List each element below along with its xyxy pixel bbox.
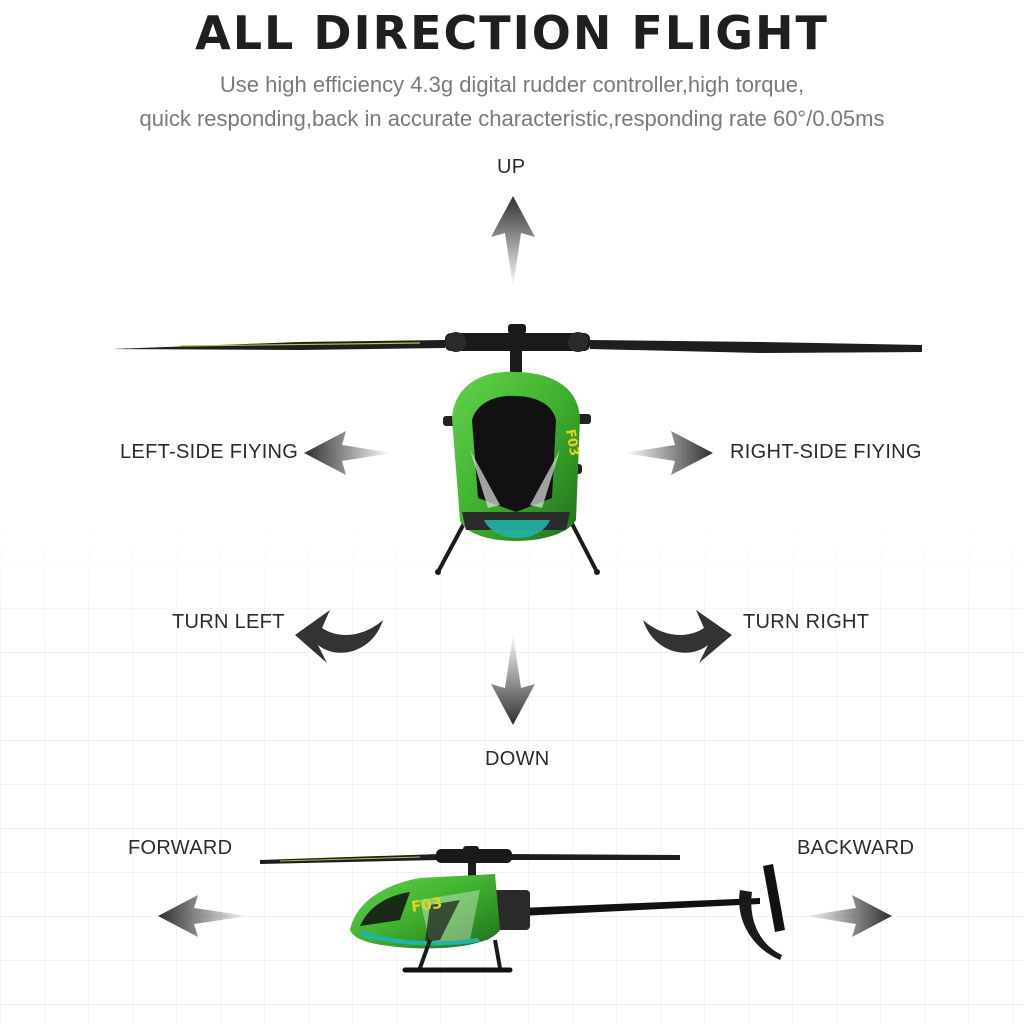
model-badge-side: F03: [410, 894, 443, 916]
arrow-up-icon: [491, 196, 535, 287]
side-canopy: [350, 874, 500, 949]
side-rotor-blade-rear: [508, 854, 680, 860]
tail-rotor: [763, 864, 785, 932]
tail-fin: [739, 890, 782, 960]
helicopter-windshield: [472, 395, 556, 512]
label-up: UP: [497, 156, 526, 178]
arrow-left-icon: [304, 431, 392, 475]
model-badge-front: F03: [562, 428, 581, 457]
helicopter-front-view: F03: [112, 324, 922, 575]
label-turn-left: TURN LEFT: [172, 611, 285, 633]
arrow-down-icon: [491, 634, 535, 725]
curved-arrow-left-icon: [295, 610, 383, 663]
backward-arrow-icon: [805, 895, 892, 937]
label-down: DOWN: [485, 748, 550, 770]
page-subtitle: Use high efficiency 4.3g digital rudder …: [0, 68, 1024, 136]
label-turn-right: TURN RIGHT: [743, 611, 870, 633]
helicopter-side-view: F03: [260, 846, 785, 973]
label-left-side-flying: LEFT-SIDE FIYING: [120, 441, 299, 463]
arrow-right-icon: [624, 431, 713, 475]
rotor-blade-right: [590, 340, 922, 353]
rotor-hub: [445, 333, 590, 351]
subtitle-line-2: quick responding,back in accurate charac…: [139, 106, 885, 131]
tail-boom: [520, 898, 760, 916]
label-right-side-flying: RIGHT-SIDE FIYING: [730, 441, 922, 463]
curved-arrow-right-icon: [643, 610, 732, 663]
forward-arrow-icon: [158, 895, 248, 937]
label-forward: FORWARD: [128, 837, 233, 859]
label-backward: BACKWARD: [797, 837, 915, 859]
subtitle-line-1: Use high efficiency 4.3g digital rudder …: [219, 72, 805, 97]
landing-skid-left: [436, 515, 470, 573]
page-title: ALL DIRECTION FLIGHT: [195, 6, 829, 60]
grid-floor-background: [0, 520, 1024, 1024]
